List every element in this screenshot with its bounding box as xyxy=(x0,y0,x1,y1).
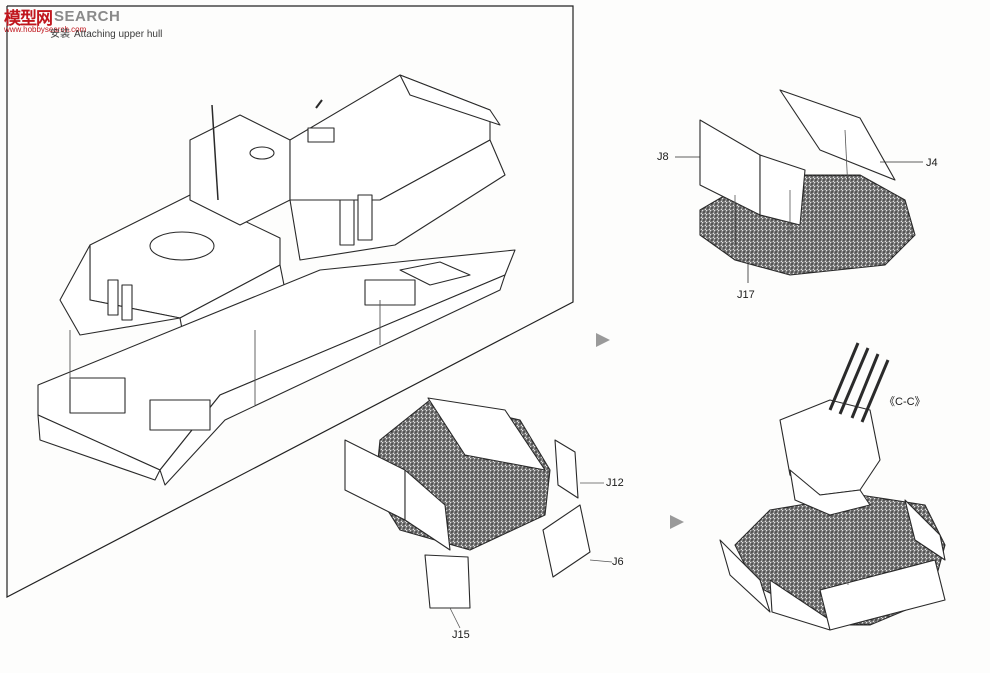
part-label-j4: J4 xyxy=(926,157,938,169)
watermark-search: SEARCH xyxy=(54,8,121,25)
flow-arrows xyxy=(596,333,684,529)
view-label-cc: 《C-C》 xyxy=(884,396,926,408)
step-title: 安装 Attaching upper hull xyxy=(50,25,162,40)
part-label-j12: J12 xyxy=(606,477,624,489)
watermark-url: www.hobbysearch.com xyxy=(4,25,87,34)
hull-inset-frame xyxy=(6,5,574,598)
lower-hull-drawing xyxy=(37,249,516,486)
step-title-en: Attaching upper hull xyxy=(74,29,163,40)
upper-hull-drawing xyxy=(59,74,506,346)
watermark-logo: 模型网 SEARCH xyxy=(4,4,120,29)
part-label-j15: J15 xyxy=(452,629,470,641)
gun-mount-view xyxy=(719,342,946,631)
lower-shield-assembly xyxy=(344,397,613,629)
part-label-j17: J17 xyxy=(737,289,755,301)
upper-shield-assembly xyxy=(675,89,923,283)
part-label-j8: J8 xyxy=(657,151,669,163)
step-title-cn: 安装 xyxy=(50,29,70,40)
part-label-j6: J6 xyxy=(612,556,624,568)
watermark-cn: 模型网 xyxy=(4,9,53,29)
